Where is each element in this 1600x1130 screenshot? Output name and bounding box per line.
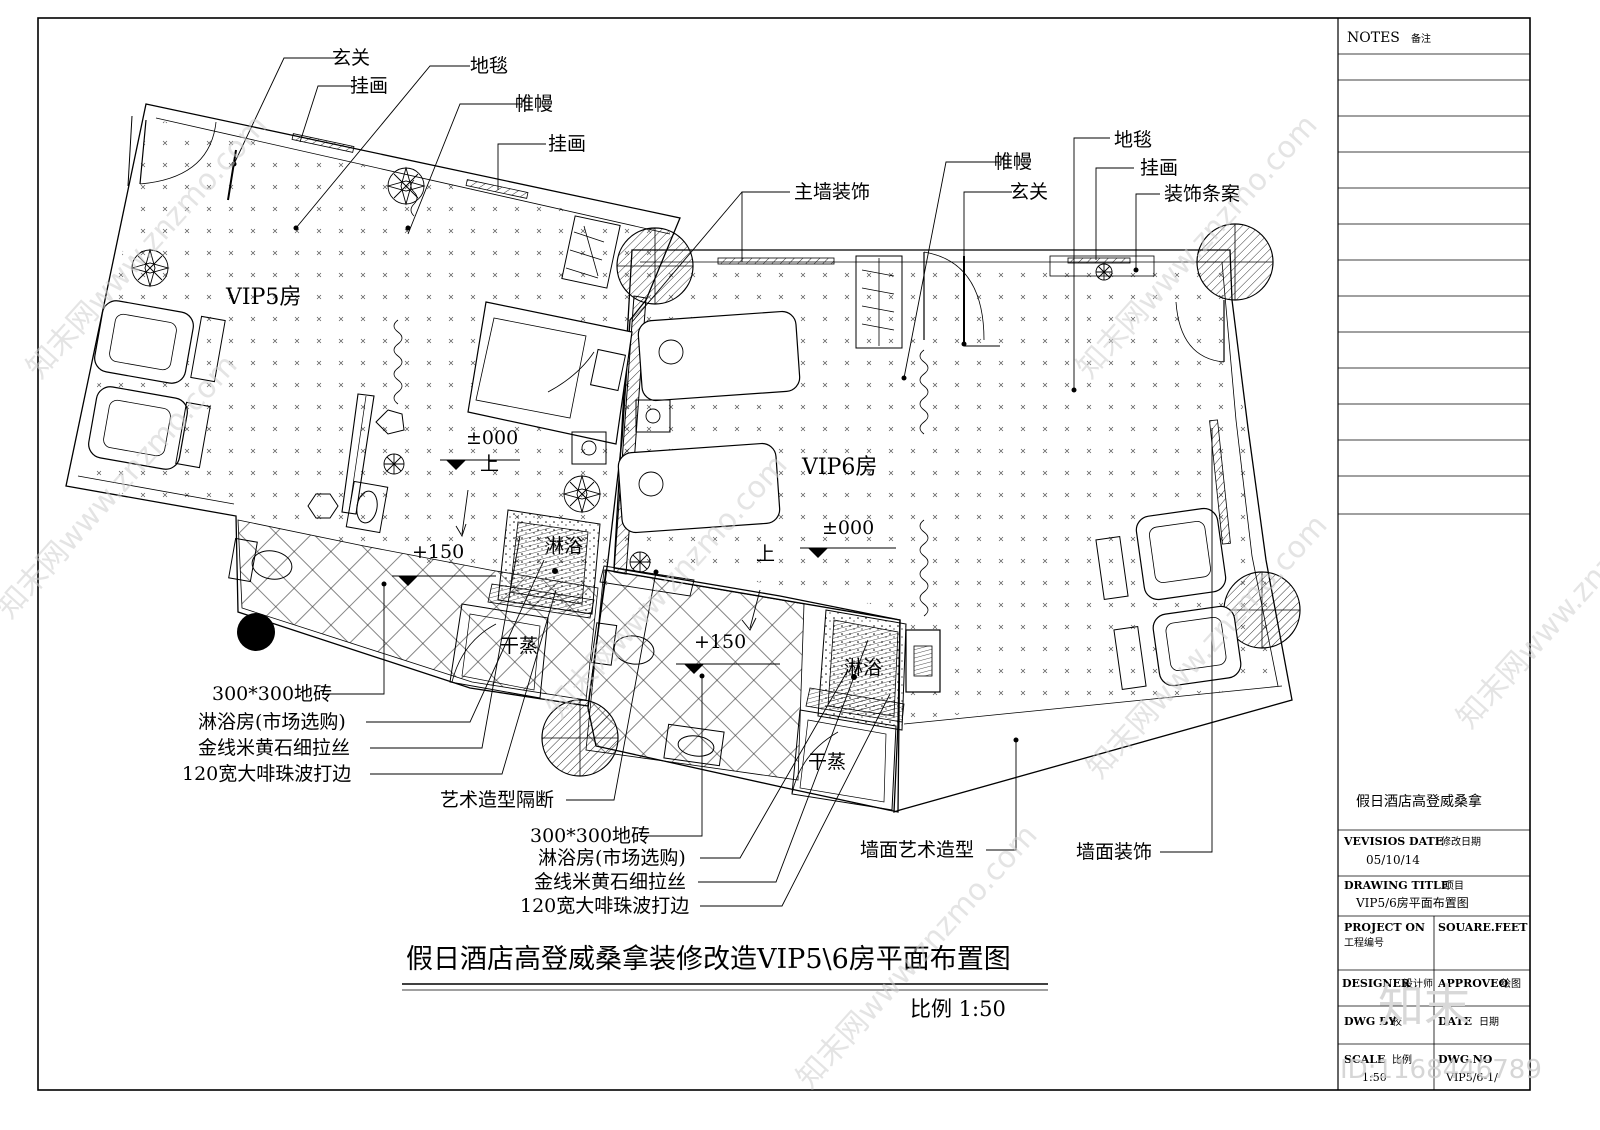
project-no-cn: 工程编号 [1344, 936, 1384, 949]
watermark-logo: 知末 [1378, 979, 1470, 1033]
label-tiaoan: 装饰条案 [1164, 183, 1240, 205]
label-partition: 艺术造型隔断 [440, 789, 554, 811]
label-weiman-2: 帷幔 [994, 151, 1032, 173]
vip5-shower [487, 509, 601, 619]
vip6-shower [805, 609, 907, 731]
label-tile-1: 300*300地砖 [212, 683, 332, 705]
room-vip6: VIP6房 [801, 455, 877, 480]
revision-value: 05/10/14 [1366, 853, 1420, 867]
curtain-vip5 [393, 319, 403, 405]
dwg-by-cn: 校 [1392, 1015, 1402, 1028]
leader-lines [233, 57, 1213, 907]
vip5-armchairs [88, 300, 226, 470]
label-wall-deco: 墙面装饰 [1076, 841, 1152, 863]
square-feet-label: SOUARE.FEET [1438, 921, 1528, 934]
label-edge-1: 120宽大啡珠波打边 [182, 763, 351, 785]
revision-cn: 修改日期 [1441, 835, 1481, 848]
label-shang-2: 上 [756, 543, 775, 565]
vip6-bath-tiles [585, 569, 805, 781]
label-guahua-1: 挂画 [350, 75, 388, 97]
column-4 [541, 699, 619, 777]
dwg-by-label: DWG BY [1344, 1015, 1396, 1028]
vip5-basin [345, 480, 389, 534]
vip5-bed [467, 301, 633, 445]
drawing-scale: 比例 1:50 [910, 997, 1006, 1021]
dwg-no-value: VIP5/6-1/ [1445, 1071, 1498, 1084]
revision-label: VEVISIOS DATE [1343, 835, 1443, 848]
label-ditan-2: 地毯 [1114, 129, 1152, 151]
label-shower-room-1: 淋浴房(市场选购) [198, 711, 346, 733]
vip6-toilet [590, 622, 655, 666]
vip5-wardrobe [561, 215, 621, 289]
label-linyu-1: 淋浴 [545, 535, 583, 557]
column-1 [616, 227, 694, 305]
watermark-7: 知末网www.znzmo.com [1450, 458, 1600, 735]
room-vip5: VIP5房 [225, 285, 301, 310]
scale-value-tb: 1:50 [1362, 1071, 1387, 1084]
label-shower-room-2: 淋浴房(市场选购) [538, 847, 686, 869]
approved-label: APPROVEO [1437, 977, 1509, 990]
label-xuanguan-1: 玄关 [332, 47, 370, 69]
label-stone-2: 金线米黄石细拉丝 [534, 871, 686, 893]
notes-label: NOTES [1347, 30, 1400, 46]
label-ganzheng-2: 干蒸 [808, 751, 846, 773]
drawing-frame [37, 17, 1531, 1091]
label-weiman-1: 帷幔 [515, 93, 553, 115]
label-linyu-2: 淋浴 [844, 657, 882, 679]
scale-cn: 比例 [1392, 1053, 1412, 1066]
curtain-vip6-1 [919, 349, 929, 435]
vip5-bath-tiles [237, 519, 599, 701]
dwg-no-label: DWG.NO [1438, 1053, 1493, 1066]
drawing-title-cn: 项目 [1444, 880, 1464, 892]
date-cn: 日期 [1479, 1016, 1499, 1028]
label-edge-2: 120宽大啡珠波打边 [520, 895, 689, 917]
vip6-entry-door [923, 251, 985, 341]
label-tile-2: 300*300地砖 [530, 825, 650, 847]
vip6-sauna [791, 709, 897, 811]
label-xuanguan-2: 玄关 [1010, 181, 1048, 203]
vip6-massage-bed-2 [617, 442, 781, 534]
curtain-vip6-2 [919, 519, 929, 617]
vip6-right-door [1175, 300, 1225, 363]
project-name: 假日酒店高登威桑拿 [1356, 793, 1482, 810]
vip5-toilet [228, 537, 293, 583]
vip5-entry-door [127, 115, 217, 187]
label-guahua-3: 挂画 [1140, 157, 1178, 179]
label-elev-1: ±000 [466, 427, 518, 449]
drawing-title: 假日酒店高登威桑拿装修改造VIP5\6房平面布置图 [406, 944, 1011, 975]
label-guahua-2: 挂画 [548, 133, 586, 155]
watermark-id: ID:1168446789 [1340, 1055, 1542, 1085]
label-elev-4: +150 [694, 631, 746, 653]
vip6-basin [663, 723, 725, 767]
scale-label-tb: SCALE [1344, 1053, 1385, 1066]
column-2 [1196, 223, 1274, 301]
vip5-floor [78, 118, 670, 590]
black-column [237, 613, 275, 651]
label-elev-3: ±000 [822, 517, 874, 539]
vip6-massage-bed-1 [637, 310, 801, 402]
date-label: DATE [1438, 1015, 1472, 1028]
vip6-armchairs [1095, 507, 1242, 690]
drawing-title-label: DRAWING TITLE [1344, 879, 1449, 892]
label-zhuqiang: 主墙装饰 [794, 181, 870, 203]
designer-label: DESIGNER [1342, 977, 1411, 990]
label-elev-2: +150 [412, 541, 464, 563]
plant-icons [130, 166, 1113, 573]
designer-cn: 设计师 [1403, 977, 1433, 990]
approved-cn: 绘图 [1501, 977, 1521, 990]
label-wall-art: 墙面艺术造型 [860, 839, 974, 861]
label-ditan-1: 地毯 [470, 55, 508, 77]
notes-cn: 备注 [1411, 32, 1431, 45]
drawing-title-value: VIP5/6房平面布置图 [1355, 895, 1469, 910]
label-stone-1: 金线米黄石细拉丝 [198, 737, 350, 759]
title-block [1337, 18, 1530, 1090]
level-markers [398, 460, 828, 674]
project-no-label: PROJECT ON [1344, 921, 1425, 934]
label-ganzheng-1: 干蒸 [500, 635, 538, 657]
column-3 [1223, 571, 1301, 649]
vip6-wardrobe [855, 255, 903, 349]
label-shang-1: 上 [480, 453, 499, 475]
